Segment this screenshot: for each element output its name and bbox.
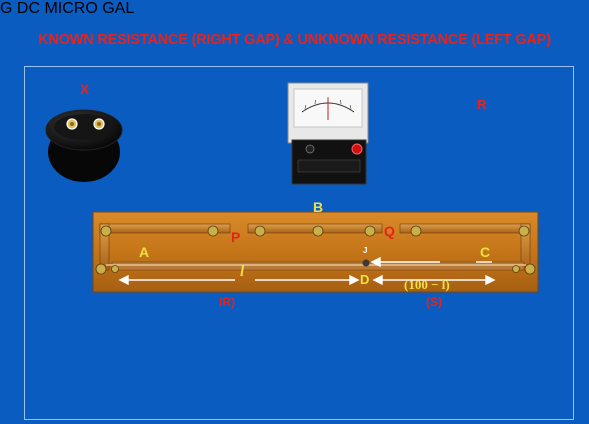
label-r: R xyxy=(477,97,487,112)
label-q: Q xyxy=(384,223,395,239)
label-length-l: l xyxy=(240,264,245,280)
jockey-contact xyxy=(362,259,370,267)
label-ir: IR) xyxy=(219,295,235,309)
label-b: B xyxy=(313,199,324,215)
label-c: C xyxy=(480,244,491,260)
galvanometer-letter: G xyxy=(0,0,13,17)
label-s: (S) xyxy=(426,295,442,309)
terminal-screws xyxy=(95,225,536,275)
label-d: D xyxy=(360,272,370,287)
label-hundred-minus-l: (100 − l) xyxy=(404,277,450,292)
length-arrows xyxy=(118,256,496,286)
metre-scale xyxy=(111,261,525,271)
meter-bridge-board xyxy=(92,211,539,293)
galvanometer xyxy=(287,82,369,185)
unknown-resistance-box xyxy=(45,109,123,182)
page-title: KNOWN RESISTANCE (RIGHT GAP) & UNKNOWN R… xyxy=(38,32,551,48)
label-j: J xyxy=(363,246,368,255)
label-x: X xyxy=(80,81,90,97)
label-p: P xyxy=(231,229,241,245)
diagram-frame xyxy=(24,66,574,420)
galvanometer-scale-text: DC MICRO GAL xyxy=(16,0,135,17)
label-a: A xyxy=(139,244,150,260)
